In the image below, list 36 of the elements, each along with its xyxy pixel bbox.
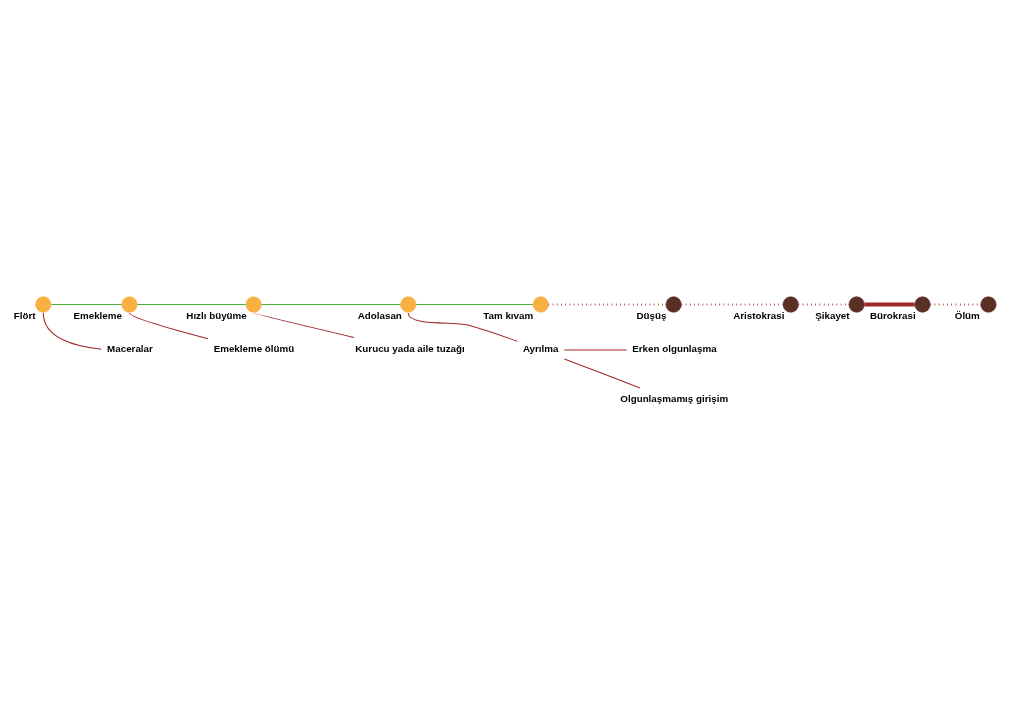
node-label: Ölüm (954, 309, 980, 321)
node-label: Düşüş (636, 309, 667, 321)
node-circle (914, 295, 931, 313)
node-text: Maceralar (107, 342, 153, 354)
node-label: Flört (13, 309, 36, 321)
connector (407, 311, 518, 342)
connector (864, 301, 915, 307)
node-label: Hızlı büyüme (186, 309, 247, 321)
node-text: Olgunlaşmamış girişim (620, 392, 729, 404)
connector (50, 303, 123, 305)
node-circle (532, 295, 549, 313)
connector (136, 303, 247, 305)
node-circle (35, 295, 52, 313)
connector (563, 357, 641, 388)
node-text: Emekleme ölümü (213, 342, 295, 354)
connector (415, 303, 534, 305)
connector (261, 303, 401, 305)
connector (42, 311, 102, 350)
node-text: Ayrılma (522, 342, 559, 354)
node-label: Şikayet (815, 309, 850, 321)
node-circle (665, 295, 682, 313)
node-label: Emekleme (73, 309, 122, 321)
node-text: Kurucu yada aile tuzağı (355, 342, 465, 354)
connector (129, 311, 209, 339)
node-circle (980, 295, 997, 313)
node-label: Tam kıvam (483, 309, 534, 321)
node-circle (782, 295, 799, 313)
node-label: Aristokrasi (733, 309, 785, 321)
node-text: Erken olgunlaşma (632, 342, 717, 354)
node-circle (121, 295, 138, 313)
node-circle (245, 295, 262, 313)
node-label: Adolasan (357, 309, 402, 321)
node-circle (400, 295, 417, 313)
node-label: Bürokrasi (869, 309, 916, 321)
node-circle (848, 295, 865, 313)
connector (253, 311, 355, 338)
